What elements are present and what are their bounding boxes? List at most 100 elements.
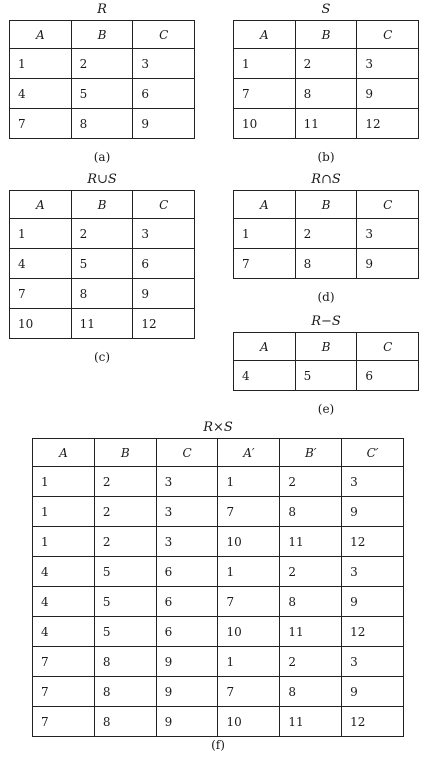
- table-cell: 12: [132, 308, 195, 339]
- column-header: A: [9, 20, 72, 49]
- table-cell: 7: [217, 496, 281, 527]
- column-header: B′: [279, 438, 343, 467]
- column-header: C: [356, 190, 419, 219]
- table-cell: 4: [9, 248, 72, 279]
- table-cell: 11: [279, 616, 343, 647]
- table-cell: 9: [341, 496, 404, 527]
- table-cell: 3: [155, 496, 219, 527]
- column-header: B: [93, 438, 157, 467]
- table-cell: 12: [356, 108, 419, 139]
- relation-s-caption: (b): [317, 150, 335, 164]
- table-cell: 1: [9, 48, 72, 79]
- table-cell: 1: [217, 466, 281, 497]
- table-cell: 7: [217, 586, 281, 617]
- table-cell: 9: [356, 248, 419, 279]
- table-cell: 6: [356, 360, 419, 391]
- table-cell: 5: [70, 78, 134, 109]
- table-cell: 4: [32, 586, 95, 617]
- column-header: C: [132, 190, 195, 219]
- table-cell: 7: [32, 706, 95, 737]
- table-cell: 9: [155, 706, 219, 737]
- table-cell: 2: [93, 466, 157, 497]
- cartesian-product-title: R×S: [203, 420, 233, 435]
- table-cell: 4: [9, 78, 72, 109]
- table-cell: 9: [341, 676, 404, 707]
- table-cell: 8: [294, 78, 358, 109]
- table-cell: 9: [341, 586, 404, 617]
- relation-r-caption: (a): [93, 150, 111, 164]
- table-cell: 1: [217, 646, 281, 677]
- table-cell: 4: [32, 616, 95, 647]
- table-cell: 3: [155, 526, 219, 557]
- table-cell: 10: [217, 706, 281, 737]
- column-header: B: [294, 332, 358, 361]
- column-header: A: [32, 438, 95, 467]
- table-cell: 8: [70, 278, 134, 309]
- difference-caption: (e): [317, 402, 335, 416]
- table-cell: 3: [356, 48, 419, 79]
- column-header: C′: [341, 438, 404, 467]
- table-cell: 2: [93, 526, 157, 557]
- column-header: B: [70, 190, 134, 219]
- difference-title: R−S: [311, 314, 341, 329]
- table-cell: 9: [155, 676, 219, 707]
- table-cell: 8: [70, 108, 134, 139]
- table-cell: 6: [132, 248, 195, 279]
- intersection-caption: (d): [317, 290, 335, 304]
- table-cell: 3: [341, 556, 404, 587]
- table-cell: 11: [294, 108, 358, 139]
- column-header: B: [294, 190, 358, 219]
- relation-r-title: R: [97, 2, 107, 17]
- union-title: R∪S: [87, 172, 117, 187]
- table-cell: 6: [155, 586, 219, 617]
- table-cell: 7: [32, 646, 95, 677]
- table-cell: 10: [217, 616, 281, 647]
- table-cell: 8: [294, 248, 358, 279]
- table-cell: 1: [32, 466, 95, 497]
- table-cell: 11: [70, 308, 134, 339]
- table-cell: 2: [93, 496, 157, 527]
- table-cell: 8: [93, 676, 157, 707]
- table-cell: 4: [32, 556, 95, 587]
- table-cell: 7: [32, 676, 95, 707]
- table-cell: 7: [233, 78, 296, 109]
- column-header: A: [233, 20, 296, 49]
- table-cell: 9: [356, 78, 419, 109]
- table-cell: 6: [155, 616, 219, 647]
- table-cell: 2: [294, 48, 358, 79]
- table-cell: 10: [233, 108, 296, 139]
- table-cell: 8: [279, 496, 343, 527]
- cartesian-product-caption: (f): [211, 738, 225, 752]
- table-cell: 5: [70, 248, 134, 279]
- column-header: C: [356, 332, 419, 361]
- column-header: A′: [217, 438, 281, 467]
- column-header: B: [70, 20, 134, 49]
- table-cell: 8: [279, 586, 343, 617]
- table-cell: 3: [356, 218, 419, 249]
- table-cell: 9: [155, 646, 219, 677]
- table-cell: 8: [279, 676, 343, 707]
- table-cell: 2: [294, 218, 358, 249]
- union-caption: (c): [93, 350, 111, 364]
